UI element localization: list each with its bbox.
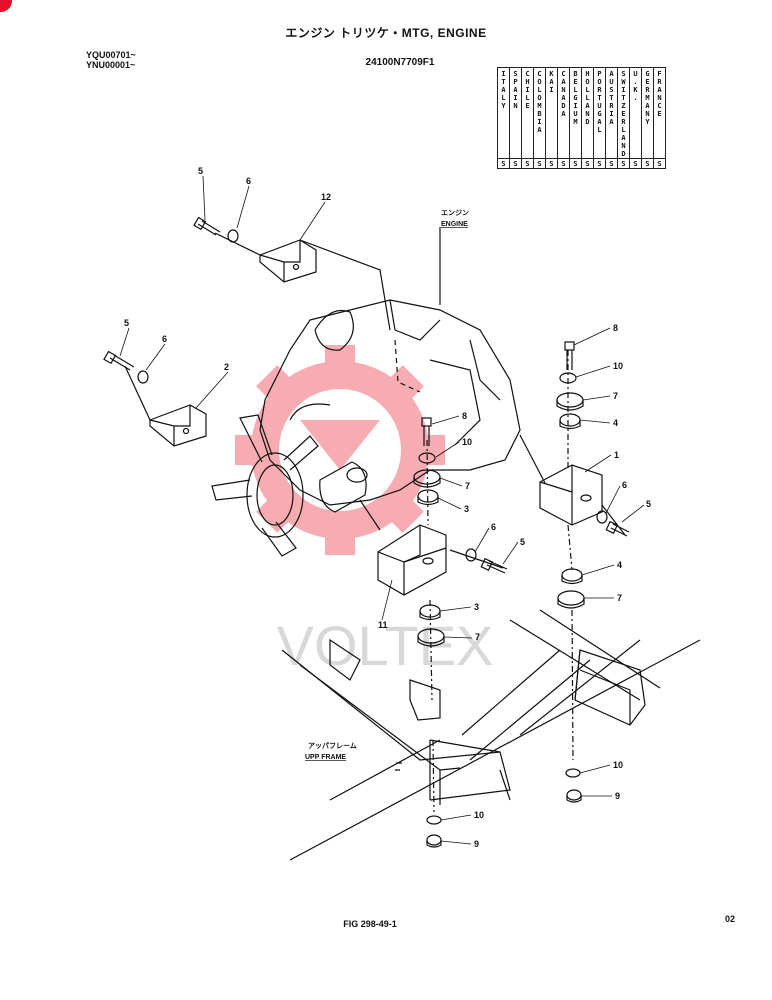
callout-7-right: 7 bbox=[613, 391, 618, 401]
callout-5-right: 5 bbox=[646, 499, 651, 509]
callout-labels: 5 6 12 5 6 2 8 10 7 3 6 5 11 3 7 8 10 7 … bbox=[124, 166, 651, 849]
callout-10-frame-left: 10 bbox=[474, 810, 484, 820]
callout-3-lower: 3 bbox=[474, 602, 479, 612]
figure-number: FIG 298-49-1 bbox=[343, 919, 397, 929]
callout-6-center: 6 bbox=[491, 522, 496, 532]
callout-4-lower: 4 bbox=[617, 560, 622, 570]
callout-12: 12 bbox=[321, 192, 331, 202]
callout-2: 2 bbox=[224, 362, 229, 372]
callout-5-left: 5 bbox=[124, 318, 129, 328]
part-number: 24100N7709F1 bbox=[365, 57, 435, 68]
callout-3-center: 3 bbox=[464, 504, 469, 514]
upper-frame-caption: UPP FRAME bbox=[305, 754, 346, 761]
callout-9-frame-left: 9 bbox=[474, 839, 479, 849]
upper-frame-caption-jp: アッパフレーム bbox=[308, 741, 357, 750]
callout-10-right: 10 bbox=[613, 361, 623, 371]
drawing-lines bbox=[103, 216, 701, 861]
callout-6-left: 6 bbox=[162, 334, 167, 344]
watermark-logo bbox=[235, 345, 445, 555]
component-captions: エンジン ENGINE アッパフレーム UPP FRAME bbox=[305, 209, 469, 761]
callout-8-right: 8 bbox=[613, 323, 618, 333]
serial-range-2: YNU00001~ bbox=[86, 60, 136, 70]
engine-caption: ENGINE bbox=[441, 221, 468, 228]
callout-5-center: 5 bbox=[520, 537, 525, 547]
callout-leaders bbox=[119, 175, 645, 845]
watermark-text: VOLTEX bbox=[277, 614, 494, 677]
callout-7-frame: 7 bbox=[617, 593, 622, 603]
country-status-cell: S bbox=[653, 158, 666, 169]
callout-6-right: 6 bbox=[622, 480, 627, 490]
callout-9-frame-right: 9 bbox=[615, 791, 620, 801]
callout-1: 1 bbox=[614, 450, 619, 460]
callout-6-upper: 6 bbox=[246, 176, 251, 186]
serial-range-1: YQU00701~ bbox=[86, 50, 136, 60]
page-number: 02 bbox=[725, 914, 736, 924]
callout-10-frame-right: 10 bbox=[613, 760, 623, 770]
engine-caption-jp: エンジン bbox=[441, 209, 469, 217]
callout-10-center: 10 bbox=[462, 437, 472, 447]
callout-8-center: 8 bbox=[462, 411, 467, 421]
page-title: エンジン トリツケ・MTG, ENGINE bbox=[285, 26, 487, 40]
callout-11: 11 bbox=[378, 620, 388, 630]
callout-4-right: 4 bbox=[613, 418, 618, 428]
callout-7-lower: 7 bbox=[475, 632, 480, 642]
callout-5-upper: 5 bbox=[198, 166, 203, 176]
callout-7-center: 7 bbox=[465, 481, 470, 491]
